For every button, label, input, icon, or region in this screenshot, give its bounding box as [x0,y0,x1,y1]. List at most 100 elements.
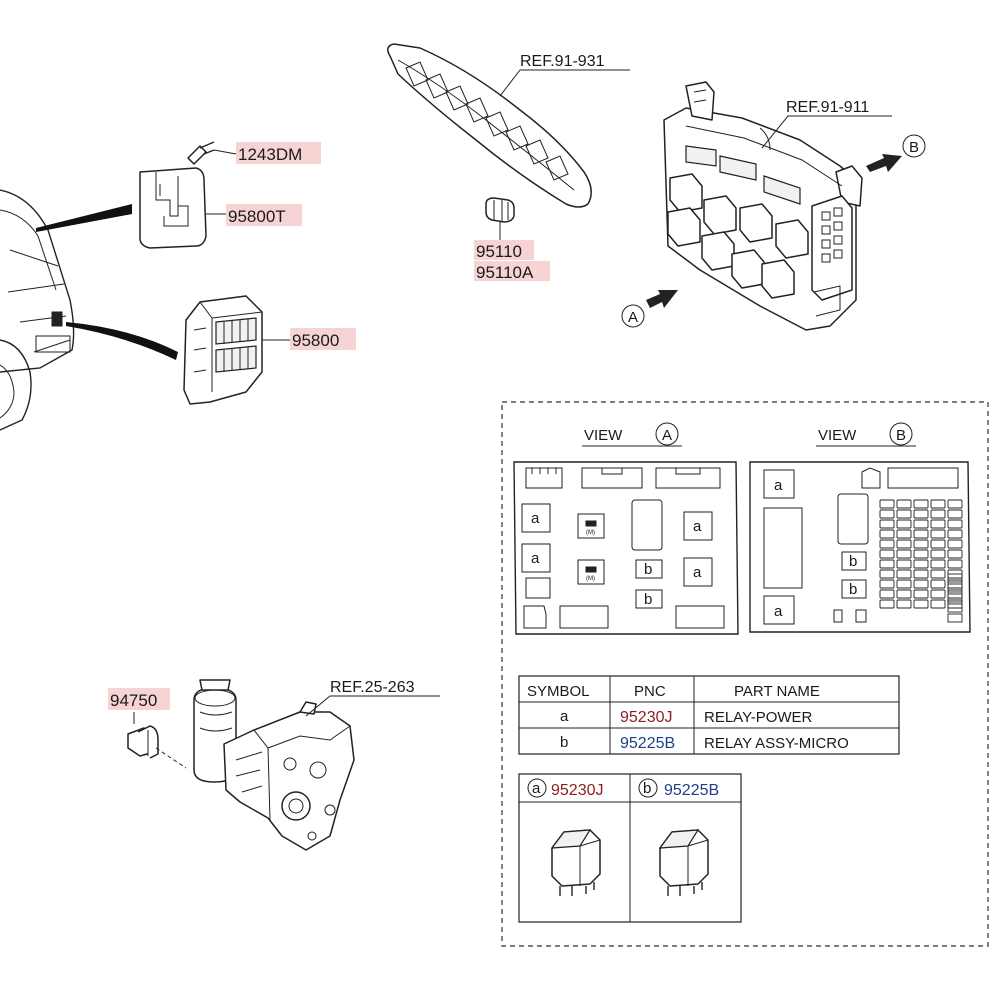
fuse-slot [879,519,895,529]
fuse-slot [947,593,963,603]
table-row2-name: RELAY ASSY-MICRO [704,735,849,752]
fuse-slot [930,549,946,559]
table-row1-name: RELAY-POWER [704,709,813,726]
label-bg-95800T [226,204,302,226]
relay-box-b-symbol: b [643,780,651,797]
relay-box-a-pnc: 95230J [551,782,604,799]
bolt-1243DM [187,141,237,165]
label-bg-95800 [290,328,356,350]
module-95800T [139,167,226,249]
fuse-slot [947,519,963,529]
fuse-slot [896,559,912,569]
view-a-slot-a3: a [693,518,702,535]
ref-25-263: REF.25-263 [330,679,415,696]
fuse-slot [947,603,963,613]
fuse-slot [896,599,912,609]
fuse-slot [879,499,895,509]
fuse-slot [930,519,946,529]
label-bg-94750 [108,688,170,710]
fuse-slot [913,569,929,579]
fuse-slot [947,573,963,583]
fuel-pump-ref-25-263 [193,679,440,851]
fuse-slot [896,589,912,599]
label-bg-1243DM [236,142,321,164]
view-a-panel: (M) (M) [513,461,739,635]
fuse-slot [896,509,912,519]
label-bg-95110 [474,240,534,260]
fuse-slot [913,579,929,589]
table-row1-pnc: 95230J [620,709,673,726]
fuse-slot [896,569,912,579]
view-b-title: VIEW [818,427,857,444]
ref-91-931: REF.91-931 [520,53,605,70]
junction-bracket-ref-91-931 [387,43,630,208]
view-b-panel [749,461,971,633]
table-header-symbol: SYMBOL [527,683,590,700]
svg-text:(M): (M) [586,576,595,582]
fuse-slot [930,509,946,519]
fuse-slot [879,599,895,609]
leader-taper-95800 [66,322,178,360]
leader-taper-95800T [36,204,132,232]
fuse-slot [930,569,946,579]
view-a-slot-a4: a [693,564,702,581]
fuse-slot [930,559,946,569]
detail-frame [501,401,989,947]
ref-91-911: REF.91-911 [786,99,869,116]
fuse-slot [913,549,929,559]
label-1243DM: 1243DM [238,145,302,164]
table-row2-symbol: b [560,734,568,751]
fuse-slot [947,613,963,623]
view-a-title: VIEW [584,427,623,444]
fuse-slot [896,579,912,589]
fuse-slot [879,549,895,559]
view-b-slot-b2: b [849,581,857,598]
fuse-slot [879,559,895,569]
fuse-slot [896,549,912,559]
table-row2-pnc: 95225B [620,735,675,752]
arrow-a-letter: A [628,309,638,326]
fuse-slot [879,539,895,549]
fuse-slot [879,529,895,539]
fuse-slot [879,589,895,599]
fuse-slot [913,539,929,549]
view-b-letter: B [896,427,906,444]
relay-boxes [518,773,742,923]
view-b-fuse-grid [879,499,963,623]
fuse-slot [913,519,929,529]
connector-95110 [485,197,515,244]
label-94750: 94750 [110,691,157,710]
fuse-slot [947,539,963,549]
fuse-slot [930,539,946,549]
fuse-slot [947,529,963,539]
fuse-slot [896,499,912,509]
vehicle-outline [0,189,75,431]
view-a-letter: A [662,427,672,444]
view-b-slot-b1: b [849,553,857,570]
fuse-slot [879,579,895,589]
fuse-slot [947,549,963,559]
fuse-slot [930,579,946,589]
fuse-slot [947,583,963,593]
parts-table [518,675,900,755]
sensor-94750 [127,712,187,769]
label-95110A: 95110A [476,263,534,282]
fuse-slot [930,499,946,509]
fuse-slot [896,539,912,549]
fuse-slot [947,559,963,569]
relay-box-b-pnc: 95225B [664,782,719,799]
fuse-slot [947,499,963,509]
fuse-slot [913,559,929,569]
module-95800 [183,295,290,405]
fuse-slot [913,599,929,609]
label-95110: 95110 [476,242,522,261]
fuse-slot [879,509,895,519]
relay-power-icon [550,829,601,896]
svg-text:(M): (M) [586,530,595,536]
label-95800: 95800 [292,331,339,350]
fuse-slot [947,509,963,519]
view-arrow-b [866,134,926,172]
fuse-slot [913,589,929,599]
fuse-slot [896,519,912,529]
